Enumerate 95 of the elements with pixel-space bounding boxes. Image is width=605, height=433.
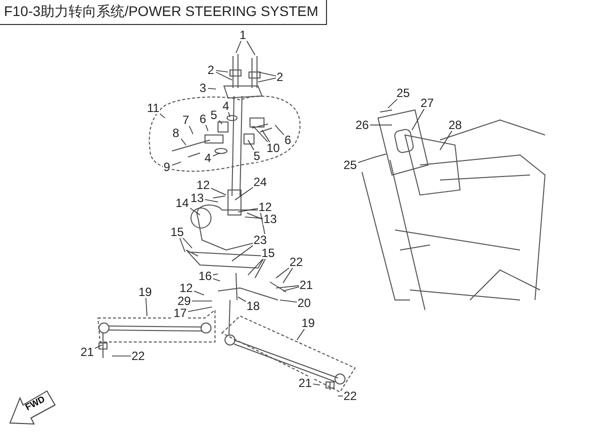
leader-line (190, 208, 200, 216)
leader-line (238, 296, 246, 302)
leader-line (212, 152, 220, 156)
callout-number: 23 (252, 234, 268, 246)
leader-line (276, 268, 290, 278)
leader-line (179, 238, 186, 252)
callout-number: 20 (296, 297, 312, 309)
callout-number: 27 (420, 97, 435, 109)
callout-number: 2 (276, 71, 284, 83)
callout-number: 14 (174, 197, 190, 209)
leader-line (210, 188, 226, 196)
callout-number: 25 (396, 87, 411, 99)
callout-number: 22 (342, 390, 358, 402)
callout-number: 9 (162, 161, 172, 173)
callout-number: 22 (130, 350, 146, 362)
callout-number: 13 (190, 192, 205, 204)
callout-number: 4 (204, 152, 212, 164)
leader-line (248, 258, 264, 276)
leader-line (262, 130, 270, 142)
callout-number: 24 (252, 176, 268, 188)
leader-line (358, 158, 372, 163)
leader-line (248, 140, 254, 150)
callout-number: 3 (198, 82, 208, 94)
callout-number: 7 (182, 114, 190, 126)
leader-line (246, 40, 256, 56)
leader-line (208, 88, 216, 90)
callout-number: 16 (198, 270, 213, 282)
leader-line (244, 216, 264, 219)
leader-line (276, 285, 300, 288)
callout-number: 12 (258, 201, 273, 213)
callout-number: 21 (80, 346, 95, 358)
callout-number: 1 (238, 29, 248, 41)
leader-line (212, 274, 218, 276)
callout-number: 8 (172, 127, 180, 139)
leader-line (296, 328, 305, 340)
callout-number: 19 (300, 317, 316, 329)
callout-number: 26 (354, 119, 370, 131)
leader-line (194, 290, 204, 296)
callout-number: 12 (178, 282, 194, 294)
leader-line (216, 72, 232, 80)
callout-number: 10 (266, 142, 281, 154)
callout-number: 21 (298, 279, 314, 291)
leader-line (274, 124, 284, 136)
callout-number: 5 (210, 109, 218, 121)
leader-line (234, 186, 254, 200)
callout-number: 19 (138, 286, 153, 298)
leader-line (282, 268, 293, 284)
callout-number: 15 (170, 226, 185, 238)
leader-line (312, 384, 320, 386)
leader-line (94, 344, 102, 349)
callout-number: 17 (172, 307, 188, 319)
callout-number: 2 (206, 64, 216, 76)
leader-line (188, 126, 194, 134)
leader-line (282, 286, 300, 292)
leader-line (182, 238, 192, 248)
callout-number: 28 (448, 119, 463, 131)
leader-line (412, 108, 424, 130)
callout-number: 18 (246, 300, 261, 312)
leader-line (232, 245, 254, 262)
callout-number: 15 (260, 247, 276, 259)
callout-number: 5 (252, 150, 262, 162)
leader-line (388, 98, 398, 108)
leader-line (180, 138, 186, 146)
direction-label: FWD (24, 394, 46, 412)
callout-number: 4 (222, 100, 230, 112)
leader-line (192, 300, 212, 302)
callout-number: 6 (284, 134, 292, 146)
leader-line (160, 113, 166, 118)
callout-number: 29 (176, 295, 192, 307)
title: F10-3助力转向系统/POWER STEERING SYSTEM (0, 0, 328, 25)
leader-line (212, 278, 220, 282)
leader-line (172, 162, 182, 166)
leader-line (440, 130, 452, 150)
leader-line (258, 78, 276, 82)
callout-number: 25 (342, 159, 358, 171)
leader-line (228, 112, 230, 118)
callout-number: 13 (262, 213, 278, 225)
leader-line (188, 306, 212, 312)
leader-line (236, 40, 242, 54)
leader-line (238, 208, 258, 212)
leader-line (205, 124, 208, 132)
leader-line (280, 300, 298, 302)
leader-line (218, 120, 222, 124)
callout-number: 11 (146, 102, 160, 114)
leader-line (370, 124, 382, 126)
leader-line (204, 199, 218, 202)
leader-line (254, 258, 266, 278)
leader-line (146, 298, 148, 316)
callout-number: 6 (198, 113, 208, 125)
leader-line (258, 72, 276, 76)
leader-line (252, 126, 268, 142)
callout-number: 21 (298, 377, 313, 389)
callout-number: 12 (196, 179, 211, 191)
leader-line (216, 70, 228, 72)
callout-number: 22 (288, 256, 304, 268)
